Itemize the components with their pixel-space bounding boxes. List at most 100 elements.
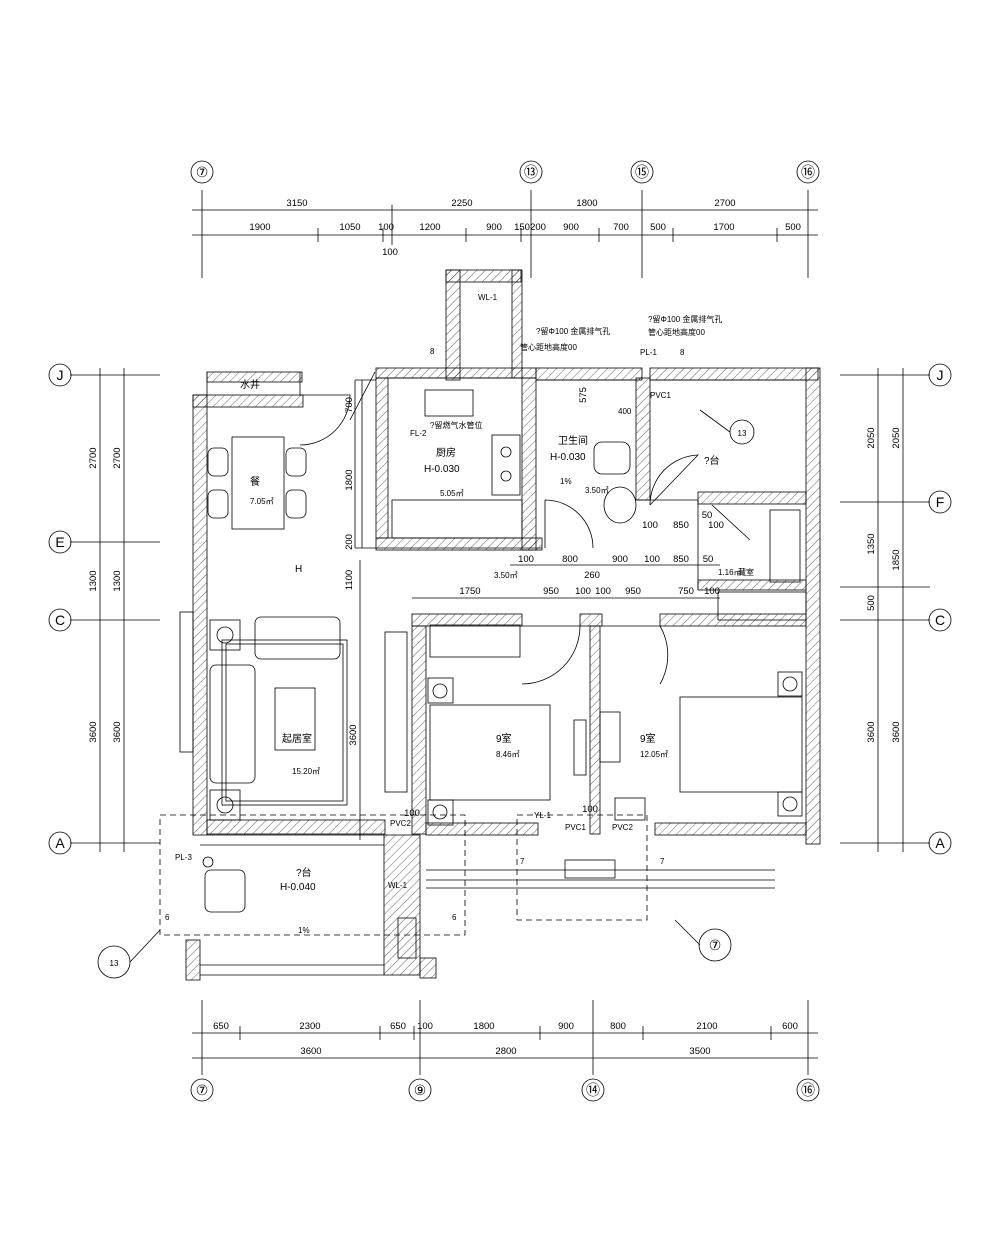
living-area: 15.20㎡: [292, 767, 320, 776]
dim-right-inner-3: 500: [866, 595, 877, 611]
water-well-label: 水井: [240, 378, 260, 391]
dining-table: [207, 436, 307, 530]
pipe-pvc1-bottom: PVC1: [565, 823, 586, 832]
dim-inner-h5: 260: [584, 570, 600, 581]
pipe-pl1: PL-1: [640, 348, 657, 357]
kitchen-level: H-0.030: [424, 464, 460, 475]
dim-inner-v-3: 200: [344, 534, 355, 550]
dim-inner-h3-1: 100: [642, 520, 658, 531]
balcony-south-label: ?台: [296, 866, 312, 879]
dim-bottom-overall-1: 3600: [300, 1046, 321, 1057]
dim-right-outer-3: 3600: [891, 721, 902, 742]
section-6-left: 6: [165, 913, 170, 922]
kitchen-fixtures: [391, 389, 523, 539]
dim-top-overall-2: 2250: [451, 198, 472, 209]
bedroom-left-label: 9室: [496, 732, 512, 745]
dim-top-detail-8: 900: [563, 222, 579, 233]
vent-note-2: ?留Φ100 金属排气孔: [648, 314, 722, 324]
dining-area: 7.05㎡: [250, 497, 274, 506]
dim-left-outer-3: 3600: [88, 721, 99, 742]
vent-note-1b: 管心距地高度00: [520, 342, 577, 352]
dim-inner-h3-2: 850: [673, 520, 689, 531]
dim-top-detail-12: 500: [785, 222, 801, 233]
dim-inner-h3-4: 100: [708, 520, 724, 531]
bedroom-right-furniture: [599, 509, 807, 817]
dim-top-detail-4: 1200: [419, 222, 440, 233]
axis-left-A: A: [55, 835, 65, 851]
dim-inner-v-6: 575: [578, 387, 589, 403]
axis-top-7: ⑦: [196, 164, 209, 180]
dim-top-detail-3: 100: [378, 222, 394, 233]
axis-bottom-7: ⑦: [196, 1082, 209, 1098]
dim-right-inner-2: 1350: [866, 533, 877, 554]
bathroom-level: H-0.030: [550, 452, 586, 463]
living-label: 起居室: [282, 732, 312, 745]
bathroom-fixtures: [593, 441, 637, 524]
dim-left-inner-1: 2700: [112, 447, 123, 468]
living-furniture: [209, 616, 408, 821]
balcony-south-level: H-0.040: [280, 882, 316, 893]
section-7-right: 7: [660, 857, 665, 866]
dim-top-overall-3: 1800: [576, 198, 597, 209]
top-dimensions: 3150 2250 1800 2700 1900 1050 100 1200 9…: [190, 160, 820, 278]
windows: [200, 372, 806, 976]
dim-top-detail-9: 700: [613, 222, 629, 233]
dim-bottom-overall-2: 2800: [495, 1046, 516, 1057]
bedroom-left-area: 8.46㎡: [496, 750, 520, 759]
gas-note: ?留燃气水管位: [430, 420, 482, 430]
storage-area: 1.16㎡: [718, 568, 742, 577]
axis-top-15: ⑮: [635, 164, 649, 180]
doors: [299, 371, 751, 685]
axis-left-E: E: [55, 534, 64, 550]
dim-inner-h2-1: 1750: [459, 586, 480, 597]
callout-west: 13: [110, 959, 119, 968]
living-mark: H: [295, 564, 302, 575]
dashed-outlines: [159, 814, 648, 936]
dim-bottom-detail-6: 900: [558, 1021, 574, 1032]
pipe-pvc2-left: PVC2: [390, 819, 411, 828]
vent-note-1: ?留Φ100 金属排气孔: [536, 326, 610, 336]
dining-label: 餐: [250, 475, 260, 488]
dim-inner-v-5: 3600: [348, 724, 359, 745]
dim-inner-h1-4: 100: [644, 554, 660, 565]
pipe-pl3: PL-3: [175, 853, 192, 862]
dim-inner-h4-1: 100: [404, 808, 420, 819]
pipe-num-8a: 8: [430, 347, 435, 356]
detail-callouts: 13 13 ⑦ 6 6 7 7: [97, 409, 755, 979]
pipe-wl1-top: WL-1: [478, 293, 498, 302]
dim-top-detail-6: 150: [514, 222, 530, 233]
dim-right-inner-4: 3600: [866, 721, 877, 742]
dim-bottom-detail-4: 100: [417, 1021, 433, 1032]
dim-top-detail-11: 1700: [713, 222, 734, 233]
dim-top-detail-1: 1900: [249, 222, 270, 233]
dim-inner-h2-3: 100: [575, 586, 591, 597]
dim-inner-h2-7: 100: [704, 586, 720, 597]
section-6-right: 6: [452, 913, 457, 922]
dim-right-outer-2: 1850: [891, 549, 902, 570]
axis-bottom-14: ⑭: [586, 1082, 600, 1098]
axis-bottom-16: ⑯: [801, 1082, 815, 1098]
pipe-wl1-bottom: WL-1: [388, 881, 408, 890]
axis-top-13: ⑬: [524, 164, 538, 180]
dim-inner-h1-1: 100: [518, 554, 534, 565]
dim-left-inner-3: 3600: [112, 721, 123, 742]
callout-south: ⑦: [709, 937, 722, 953]
dim-top-detail-2: 1050: [339, 222, 360, 233]
bathroom-slope: 1%: [560, 477, 572, 486]
bathroom-area: 3.50㎡: [585, 486, 609, 495]
dim-bottom-detail-9: 600: [782, 1021, 798, 1032]
dim-bottom-overall-3: 3500: [689, 1046, 710, 1057]
axis-left-C: C: [55, 612, 65, 628]
dim-bottom-detail-8: 2100: [696, 1021, 717, 1032]
dim-bottom-detail-3: 650: [390, 1021, 406, 1032]
right-dimensions: 2050 1350 500 3600 2050 1850 3600 J F C …: [840, 363, 952, 855]
partitions: [354, 379, 699, 840]
room-labels: 水井 餐 7.05㎡ 厨房 H-0.030 5.05㎡ 卫生间 H-0.030 …: [240, 378, 754, 935]
pipe-num-8b: 8: [680, 348, 685, 357]
axis-left-J: J: [57, 367, 64, 383]
dim-top-detail-5: 900: [486, 222, 502, 233]
axis-right-A: A: [935, 835, 945, 851]
dim-inner-h3-3: 50: [702, 510, 713, 521]
storage-label: 藏室: [738, 567, 754, 577]
